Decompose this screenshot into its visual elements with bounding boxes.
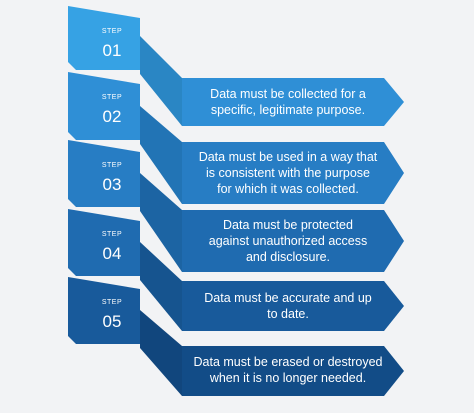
description-banner — [182, 210, 404, 272]
step-6-description: Data must be erased or destroyed when it… — [193, 355, 383, 385]
ribbon-fold — [140, 242, 182, 331]
step-number: 03 — [103, 175, 122, 194]
step-label: STEP — [102, 28, 122, 35]
ribbon-fold — [140, 106, 182, 204]
ribbon-fold — [140, 173, 182, 272]
step-3-description: Data must be used in a way that is consi… — [198, 150, 378, 196]
step-number: 04 — [103, 244, 122, 263]
step-label: STEP — [102, 162, 122, 169]
ribbon-fold — [140, 36, 182, 126]
description-banner — [182, 346, 404, 396]
step-4-description: Data must be protected against unauthori… — [208, 218, 368, 264]
description-banner — [182, 78, 404, 126]
step-tab — [68, 140, 140, 207]
step-2-description: Data must be collected for a specific, l… — [210, 87, 366, 117]
step-number: 01 — [103, 41, 122, 60]
step-tab — [68, 277, 140, 344]
step-label: STEP — [102, 94, 122, 101]
step-tab — [68, 6, 140, 70]
description-banner — [182, 142, 404, 204]
step-label: STEP — [102, 299, 122, 306]
step-number: 02 — [103, 107, 122, 126]
ribbon-fold — [140, 310, 182, 396]
step-number: 05 — [103, 312, 122, 331]
step-label: STEP — [102, 231, 122, 238]
step-tab — [68, 209, 140, 276]
step-5-description: Data must be accurate and up to date. — [204, 291, 372, 321]
description-banner — [182, 281, 404, 331]
step-tab — [68, 72, 140, 140]
